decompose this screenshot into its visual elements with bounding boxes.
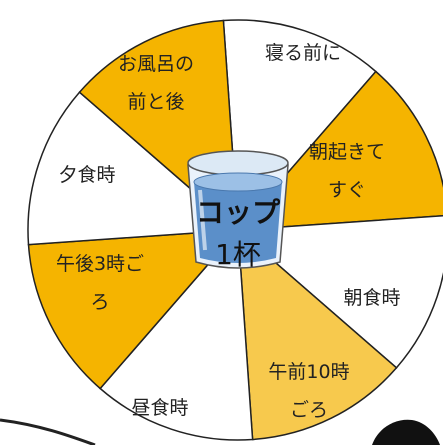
glass-rim bbox=[187, 150, 289, 176]
wheel-label-3-line-1: 朝食時 bbox=[343, 287, 400, 309]
wheel-segment-7 bbox=[27, 91, 240, 246]
wheel-label-7-line-1: 夕食時 bbox=[58, 164, 115, 186]
glass-icon bbox=[187, 150, 289, 269]
center-label-line2: 1杯 bbox=[215, 238, 261, 271]
bottom-left-curve bbox=[0, 418, 96, 445]
wheel-label-2-line-2: すぐ bbox=[328, 179, 366, 201]
wheel-label-1-line-1: 寝る前に bbox=[265, 42, 341, 64]
center-label-line1: コップ bbox=[196, 196, 281, 229]
wheel-segment-3 bbox=[236, 214, 443, 369]
wheel-label-8-line-2: 前と後 bbox=[127, 91, 184, 113]
wheel-segment-5 bbox=[99, 228, 254, 441]
bottom-right-blob bbox=[372, 419, 440, 445]
wheel-segment-4 bbox=[237, 228, 398, 441]
wheel-segment-6 bbox=[27, 229, 240, 390]
wheel-label-6-line-2: ろ bbox=[90, 291, 109, 313]
water-surface bbox=[193, 172, 283, 192]
wheel-label-6-line-1: 午後3時ご bbox=[56, 253, 144, 275]
glass-highlight bbox=[198, 189, 207, 251]
wheel-label-4-line-1: 午前10時 bbox=[268, 361, 349, 383]
wheel-label-2-line-1: 朝起きて bbox=[309, 141, 385, 163]
wheel-segments bbox=[27, 19, 443, 441]
wheel-label-5-line-1: 昼食時 bbox=[131, 397, 188, 419]
wheel-segment-2 bbox=[236, 70, 443, 231]
wheel-label-8-line-1: お風呂の bbox=[118, 53, 194, 75]
wheel-label-4-line-2: ごろ bbox=[290, 399, 328, 421]
glass-water bbox=[194, 182, 282, 263]
